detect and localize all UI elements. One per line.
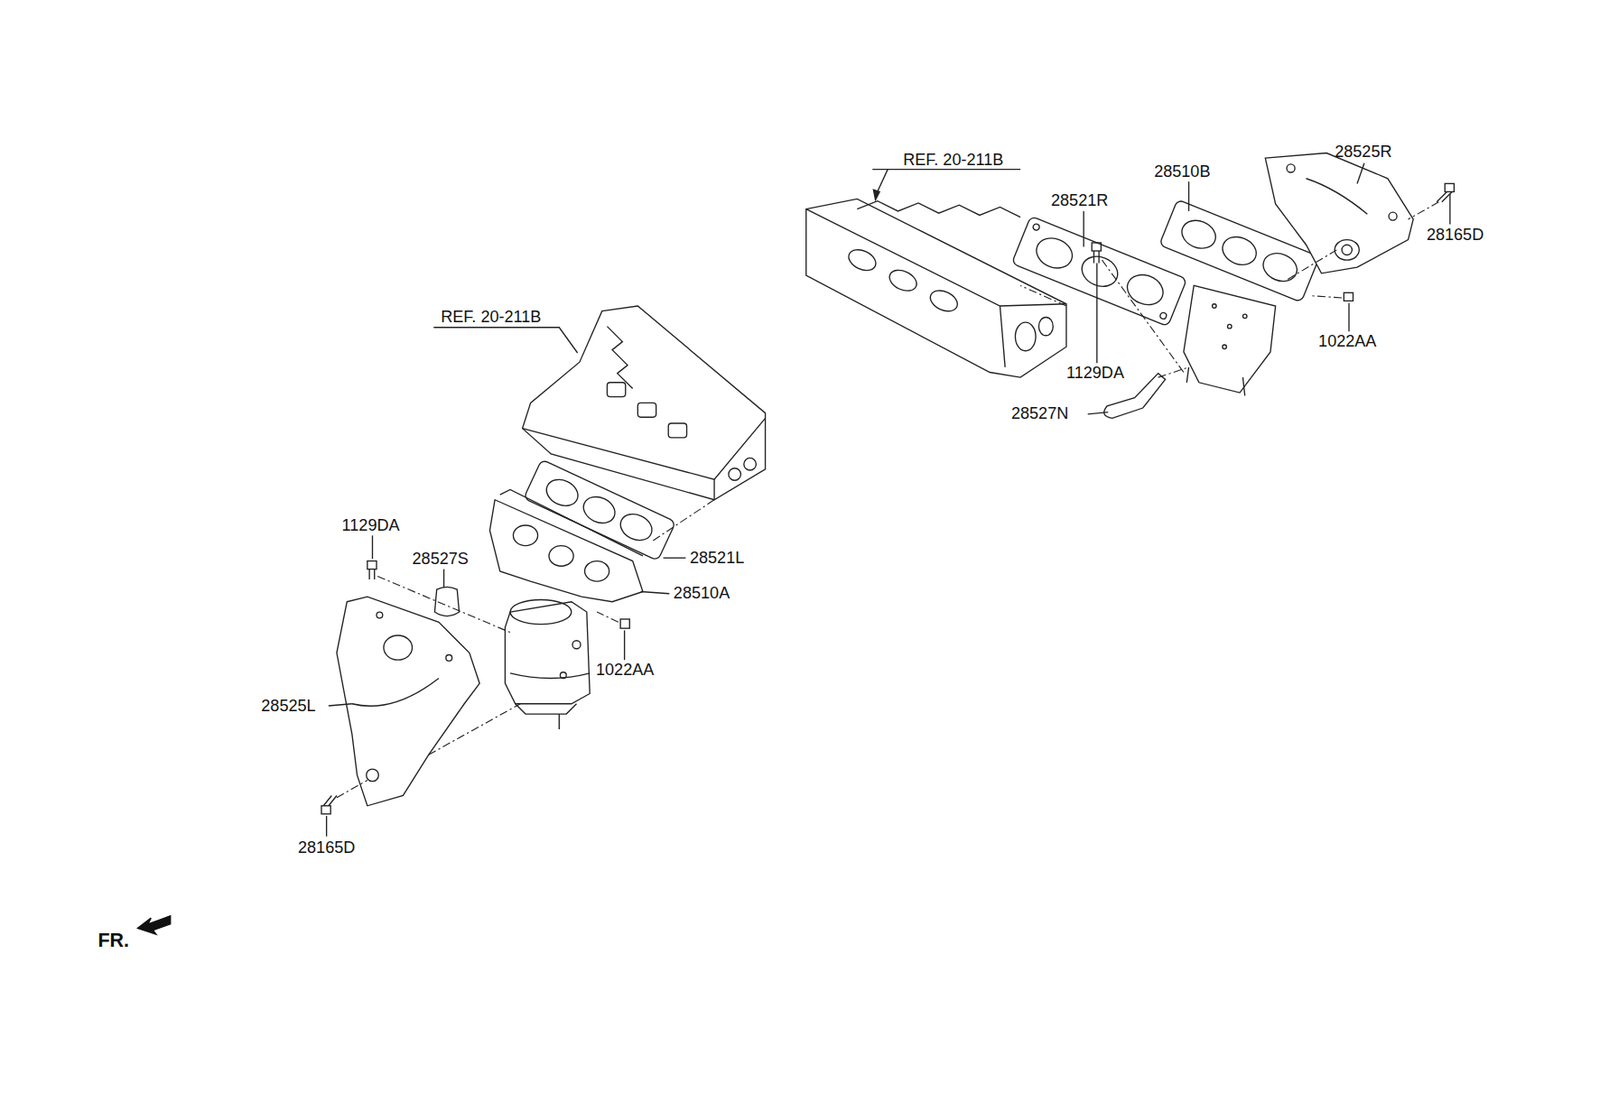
part-number: 1129DA (1066, 363, 1125, 382)
part-number: 28525R (1334, 142, 1392, 161)
alignment-lines-left (336, 500, 715, 799)
front-arrow (138, 916, 171, 935)
part-number: 1129DA (342, 516, 400, 535)
heat-shield-right (1265, 153, 1414, 274)
heat-shield-left (336, 596, 480, 807)
part-number: 1022AA (1318, 332, 1377, 351)
leader-lines-right (872, 163, 1451, 415)
fasteners-left (321, 561, 630, 815)
fasteners-right (1091, 183, 1454, 301)
direction-label: FR. (97, 931, 130, 950)
part-number: 28527S (412, 549, 469, 568)
ref-label: REF. 20-211B (440, 307, 541, 326)
part-number: 28510B (1153, 162, 1210, 181)
gasket-right (1011, 215, 1187, 326)
ref-label: REF. 20-211B (902, 150, 1004, 169)
part-number: 28165D (1426, 225, 1484, 244)
alignment-lines-right (1020, 202, 1439, 378)
part-number: 28521L (689, 548, 745, 568)
part-number: 1022AA (595, 660, 654, 680)
part-number: 28527N (1011, 405, 1069, 424)
part-number: 28510A (673, 585, 730, 604)
part-number: 28521R (1051, 191, 1108, 210)
exhaust-manifold-left (489, 489, 643, 730)
leader-lines-left (326, 327, 687, 838)
part-number: 28525L (260, 697, 316, 716)
part-number: 28165D (297, 838, 355, 857)
